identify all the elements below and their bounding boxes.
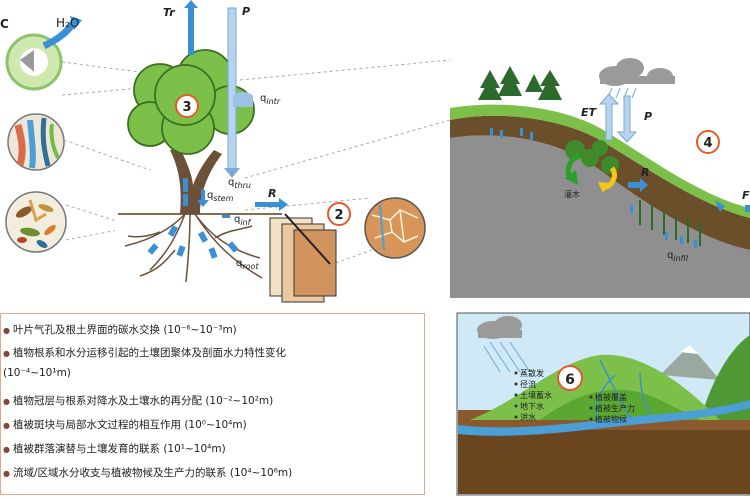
q-infil-label: qinfil bbox=[667, 250, 689, 263]
legend-row-2b: (10⁻⁴~10¹m) bbox=[3, 367, 71, 379]
q-stem-arrow-icon bbox=[197, 190, 209, 207]
q-intr-label: qintr bbox=[260, 93, 281, 106]
legend-bullet-3: ● bbox=[3, 396, 10, 406]
badge-3: 3 bbox=[175, 94, 199, 118]
legend-row-3: ●植物冠层与根系对降水及土壤水的再分配 (10⁻²~10²m) bbox=[3, 393, 273, 408]
precipitation-arrow-icon bbox=[224, 7, 253, 178]
q-thru-sub: thru bbox=[234, 181, 251, 190]
basin-label-4: 洪水 bbox=[520, 412, 536, 422]
h2o-label: H₂O bbox=[56, 16, 79, 30]
badge-4-text: 4 bbox=[703, 136, 712, 151]
q-stem-label: qstem bbox=[207, 190, 234, 203]
basin-label-list: 蒸散发 径流 土壤蓄水 地下水 洪水 bbox=[520, 368, 552, 422]
r-label: R bbox=[268, 187, 276, 200]
soil-profile-stack bbox=[269, 213, 337, 303]
basin-label-3: 地下水 bbox=[520, 401, 544, 411]
runoff-arrow-icon bbox=[255, 198, 288, 211]
hillslope-illustration bbox=[450, 58, 750, 298]
legend-row-6: ●流域/区域水分收支与植被物候及生产力的联系 (10⁴~10⁶m) bbox=[3, 465, 292, 480]
svg-text:qintr: qintr bbox=[260, 93, 281, 106]
co2-label: C bbox=[0, 17, 9, 31]
q-intr-main: q bbox=[260, 93, 266, 104]
q-thru-main: q bbox=[228, 177, 234, 188]
legend-text-4: 植被斑块与局部水文过程的相互作用 (10⁰~10⁴m) bbox=[12, 419, 247, 431]
basin-label-0: 蒸散发 bbox=[520, 368, 544, 378]
legend-bullet-4: ● bbox=[3, 420, 10, 430]
svg-text:qstem: qstem bbox=[207, 190, 234, 203]
basin-label-2: 土壤蓄水 bbox=[520, 390, 552, 400]
legend-row-5: ●植被群落演替与土壤发育的联系 (10¹~10⁴m) bbox=[3, 441, 226, 456]
legend-box: ●叶片气孔及根土界面的碳水交换 (10⁻⁶~10⁻³m) ●植物根系和水分运移引… bbox=[0, 313, 425, 495]
badge-4: 4 bbox=[696, 130, 720, 154]
q-inf-main: q bbox=[234, 214, 240, 225]
q-intr-sub: intr bbox=[266, 97, 280, 106]
q-inf-sub: inf bbox=[240, 218, 251, 227]
svg-text:qinf: qinf bbox=[234, 214, 252, 227]
badge-6-text: 6 bbox=[565, 372, 575, 388]
p-hill-label: P bbox=[644, 110, 652, 123]
legend-text-3: 植物冠层与根系对降水及土壤水的再分配 (10⁻²~10²m) bbox=[12, 395, 274, 407]
badge-6: 6 bbox=[557, 365, 583, 391]
basin-label-right-1: 植被生产力 bbox=[595, 403, 635, 413]
legend-text-1: 叶片气孔及根土界面的碳水交换 (10⁻⁶~10⁻³m) bbox=[12, 324, 237, 336]
basin-label-1: 径流 bbox=[520, 379, 536, 389]
legend-row-1: ●叶片气孔及根土界面的碳水交换 (10⁻⁶~10⁻³m) bbox=[3, 322, 237, 337]
badge-3-text: 3 bbox=[182, 100, 191, 115]
transpiration-arrow-icon bbox=[184, 0, 198, 55]
tr-label: Tr bbox=[163, 6, 175, 19]
tree-illustration bbox=[115, 49, 285, 285]
basin-label-right-2: 植被物候 bbox=[595, 414, 627, 424]
q-inf-label: qinf bbox=[234, 214, 252, 227]
p-label: P bbox=[242, 5, 250, 18]
legend-text-6: 流域/区域水分收支与植被物候及生产力的联系 (10⁴~10⁶m) bbox=[12, 467, 293, 479]
legend-bullet-5: ● bbox=[3, 444, 10, 454]
legend-row-4: ●植被斑块与局部水文过程的相互作用 (10⁰~10⁴m) bbox=[3, 417, 247, 432]
connector-lines bbox=[61, 59, 451, 266]
q-stem-main: q bbox=[207, 190, 213, 201]
soil-aggregate-inset-icon bbox=[5, 191, 67, 253]
basin-illustration bbox=[456, 312, 750, 496]
q-root-main: q bbox=[236, 258, 242, 269]
q-infil-sub: infil bbox=[673, 254, 688, 263]
legend-bullet-2: ● bbox=[3, 348, 10, 358]
badge-2: 2 bbox=[327, 202, 351, 226]
basin-label-right-0: 植被覆盖 bbox=[595, 392, 627, 402]
r-hill-label: R bbox=[641, 166, 649, 179]
legend-text-2: 植物根系和水分运移引起的土壤团聚体及剖面水力特性变化 bbox=[12, 347, 286, 359]
legend-bullet-6: ● bbox=[3, 468, 10, 478]
legend-row-2: ●植物根系和水分运移引起的土壤团聚体及剖面水力特性变化 bbox=[3, 345, 286, 360]
q-thru-label: qthru bbox=[228, 177, 251, 190]
legend-text-5: 植被群落演替与土壤发育的联系 (10¹~10⁴m) bbox=[12, 443, 226, 455]
badge-2-text: 2 bbox=[334, 208, 343, 223]
f-fragment-label: F bbox=[742, 189, 750, 202]
soil-crack-inset-icon bbox=[364, 197, 426, 259]
svg-text:qinfil: qinfil bbox=[667, 250, 689, 263]
legend-bullet-1: ● bbox=[3, 325, 10, 335]
et-label: ET bbox=[581, 106, 598, 119]
q-root-sub: root bbox=[242, 262, 259, 271]
svg-text:qroot: qroot bbox=[236, 258, 259, 271]
basin-label-list-right: 植被覆盖 植被生产力 植被物候 bbox=[595, 392, 635, 424]
svg-text:qthru: qthru bbox=[228, 177, 251, 190]
hill-shrub-label: 灌木 bbox=[564, 189, 580, 199]
q-infil-main: q bbox=[667, 250, 673, 261]
legend-text-2b: (10⁻⁴~10¹m) bbox=[3, 367, 71, 379]
root-soil-inset-icon bbox=[7, 113, 65, 171]
leaf-gas-exchange-icon bbox=[5, 16, 82, 91]
q-stem-sub: stem bbox=[213, 194, 233, 203]
q-root-label: qroot bbox=[236, 258, 259, 271]
q-inf-bar-icon bbox=[222, 215, 230, 218]
